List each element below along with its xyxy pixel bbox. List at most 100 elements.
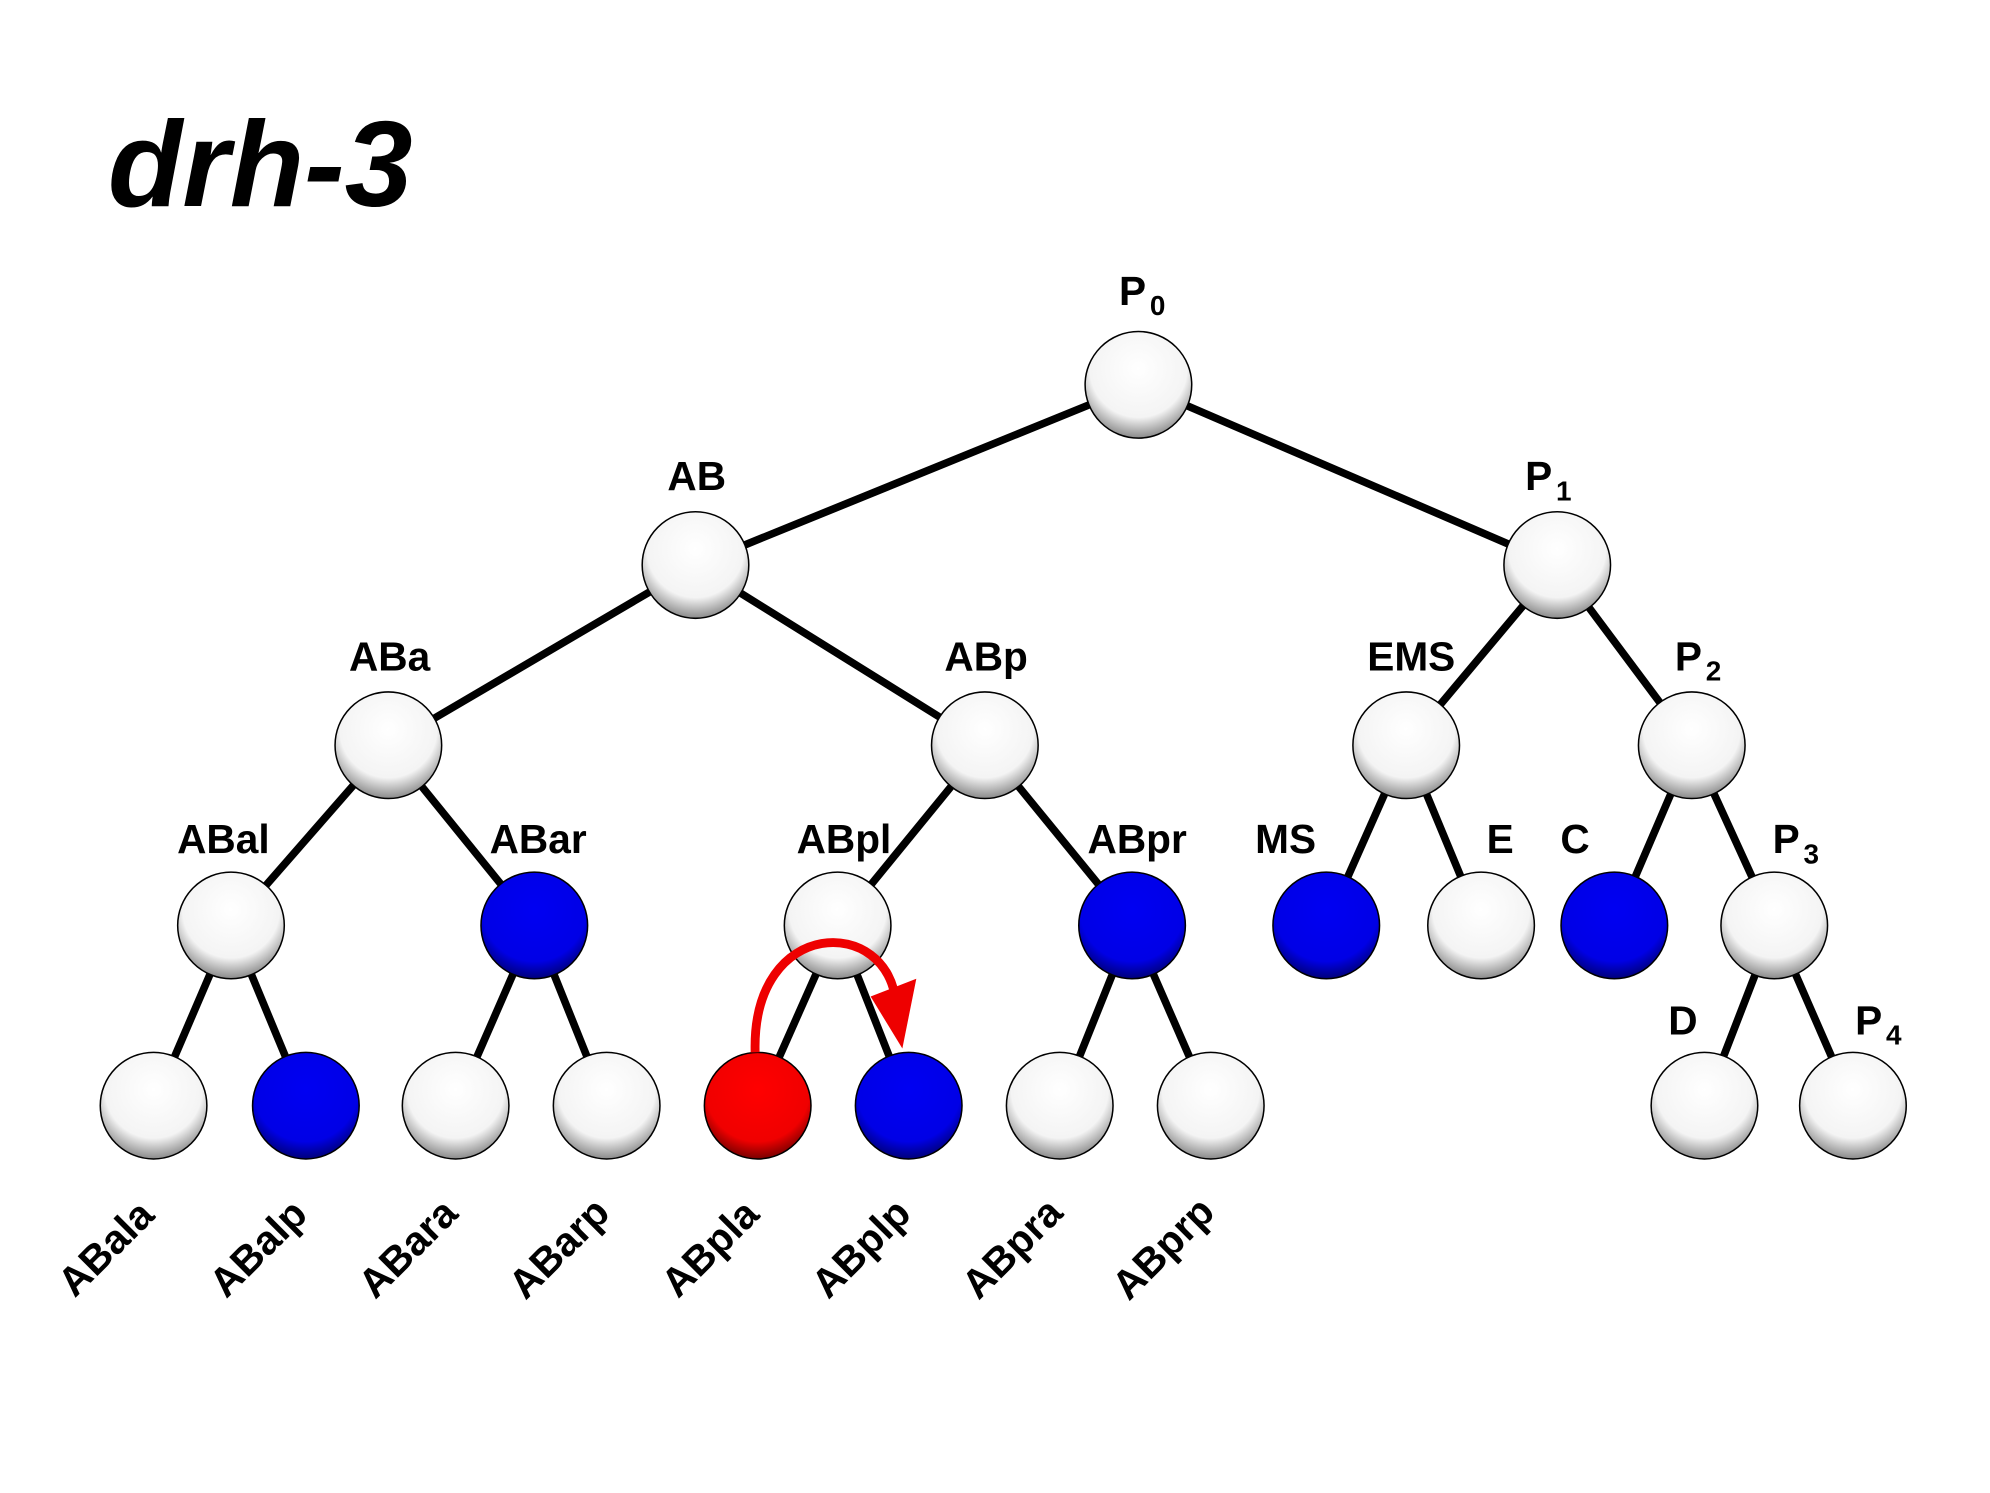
label-main: ABpr [1088,816,1187,862]
label-ABar: ABar [490,816,587,862]
edge-P3-P4_a [1789,967,1836,1059]
cell-ABpla [703,1051,812,1160]
label-ABpla: ABpla [652,1190,768,1306]
figure-title: drh-3 [108,96,413,232]
cell-EMS [1352,691,1461,800]
label-ABal: ABal [177,816,270,862]
label-main: P [1773,816,1800,862]
label-main: P [1675,633,1702,679]
cell-ABal [176,871,286,980]
cell-ABpra [1005,1051,1114,1160]
label-main: P [1119,268,1146,314]
cell-P3 [1720,871,1829,980]
label-MS: MS [1255,816,1316,862]
cell-P2 [1637,691,1746,800]
label-ABprp: ABprp [1103,1188,1223,1308]
cell-ABplp [854,1051,963,1160]
cell-ABpr [1078,871,1187,980]
label-subscript: 3 [1804,838,1820,869]
edge-ABal-ABalp [245,968,289,1058]
cell-P4_a [1798,1051,1907,1160]
cell-D_a [1650,1051,1759,1160]
edge-ABa-ABar [415,780,504,887]
label-subscript: 4 [1886,1020,1902,1051]
label-subscript: 2 [1706,656,1722,687]
cell-P1 [1503,510,1612,620]
cell-ABar [480,871,589,980]
label-main: ABp [944,633,1027,679]
label-ABpra: ABpra [952,1188,1071,1307]
cell-ABp [930,691,1039,800]
edge-EMS-MS [1344,787,1391,879]
edge-ABar-ABara [473,967,519,1059]
arrow-shaft [750,938,901,1053]
edge-ABal-ABala [171,968,216,1059]
edge-AB-ABp [734,587,942,721]
label-main: C [1560,816,1589,862]
transformation-arrow [750,938,917,1053]
label-ABarp: ABarp [499,1189,618,1308]
label-ABala: ABala [49,1191,163,1305]
label-main: ABal [177,816,270,862]
edge-AB-ABa [432,586,657,722]
label-E: E [1487,816,1514,862]
edge-P2-P3 [1708,787,1756,879]
edge-ABpr-ABpra [1076,968,1118,1058]
label-ABplp: ABplp [802,1190,919,1307]
label-AB: AB [667,453,726,499]
arrow-head-icon [870,978,917,1049]
edge-ABpl-ABpla [775,967,822,1059]
cell-MS [1272,871,1381,980]
label-ABp: ABp [944,633,1027,679]
label-ABa: ABa [349,633,431,679]
edge-P3-D_a [1720,968,1761,1058]
cell-C [1560,871,1669,980]
label-EMS: EMS [1367,633,1455,679]
edges [171,399,1836,1059]
label-ABpr: ABpr [1088,816,1187,862]
cell-ABa [334,691,443,800]
label-ABara: ABara [349,1189,466,1306]
label-main: AB [667,453,726,499]
label-D: D [1668,998,1697,1044]
edge-ABpr-ABprp [1147,967,1193,1059]
cell-ABalp [251,1051,360,1160]
label-main: E [1487,816,1514,862]
label-main: P [1525,453,1552,499]
cell-ABarp [552,1051,661,1160]
label-main: ABar [490,816,587,862]
label-main: ABpl [797,816,892,862]
cell-ABala [99,1051,208,1160]
label-main: MS [1255,816,1316,862]
cell-P0 [1084,330,1193,439]
edge-P0-P1 [1180,400,1510,548]
label-main: D [1668,998,1697,1044]
cell-E [1427,871,1536,980]
cell-AB [641,510,750,620]
edge-P2-C [1631,787,1677,878]
edge-P1-EMS [1437,599,1530,707]
cell-ABprp [1156,1051,1265,1160]
label-subscript: 0 [1150,290,1166,321]
label-ABalp: ABalp [200,1190,315,1305]
edge-P1-P2 [1582,601,1663,705]
label-C: C [1560,816,1589,862]
label-subscript: 1 [1556,475,1572,506]
edge-ABa-ABal [263,778,360,888]
edge-P0-AB [743,399,1096,549]
edge-ABp-ABpl [868,779,958,887]
nodes [99,330,1907,1160]
edge-EMS-E [1421,788,1465,878]
label-main: ABa [349,633,431,679]
label-main: EMS [1367,633,1455,679]
edge-ABpl-ABplp [851,968,893,1058]
edge-ABp-ABpr [1012,779,1102,887]
label-main: P [1855,998,1882,1044]
cell-ABara [401,1051,510,1160]
